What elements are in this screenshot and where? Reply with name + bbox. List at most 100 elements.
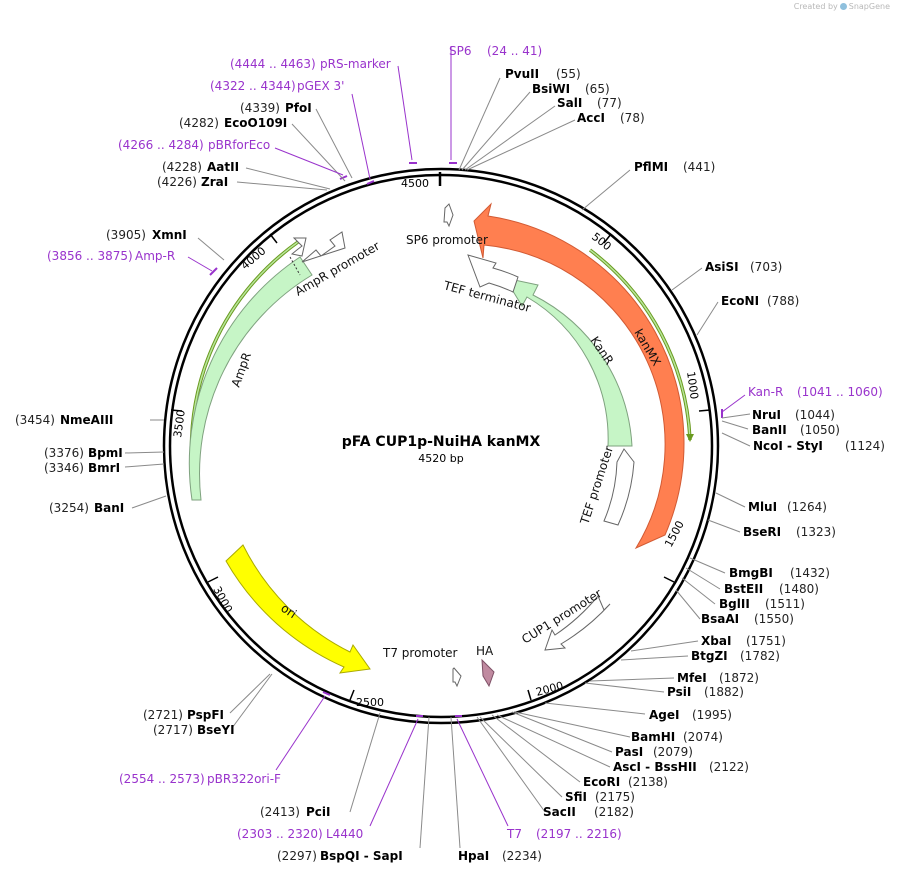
primer-range: (2303 .. 2320) xyxy=(237,827,323,841)
site-name: AatII xyxy=(207,160,239,174)
site-pos: (2721) xyxy=(143,708,183,722)
site-name: BanI xyxy=(94,501,124,515)
site-name: XbaI xyxy=(701,634,731,648)
primer-range: (4266 .. 4284) xyxy=(118,138,204,152)
leader-line xyxy=(197,237,225,261)
site-name: BseYI xyxy=(197,723,235,737)
site-pos: (4226) xyxy=(157,175,197,189)
feature-ori xyxy=(225,544,371,674)
ruler-label: 2500 xyxy=(356,696,384,709)
site-name: NmeAIII xyxy=(60,413,113,427)
leader-line xyxy=(707,519,741,533)
leader-line xyxy=(131,495,167,509)
site-pos: (788) xyxy=(767,294,799,308)
site-pos: (441) xyxy=(683,160,715,174)
site-name: EcoNI xyxy=(721,294,759,308)
leader-line xyxy=(671,267,703,291)
site-pos: (77) xyxy=(597,96,622,110)
site-pos: (2122) xyxy=(709,760,749,774)
primer-name: pGEX 3' xyxy=(297,79,344,93)
site-name: AscI - BssHII xyxy=(613,760,697,774)
site-labels-right: PvuII (55) BsiWI (65) SalI (77) AccI (78… xyxy=(458,67,885,863)
site-pos: (65) xyxy=(585,82,610,96)
site-pos: (2074) xyxy=(683,730,723,744)
ruler-tick xyxy=(170,409,183,412)
site-name: BmrI xyxy=(88,461,120,475)
primer-name: Amp-R xyxy=(135,249,175,263)
site-name: AsiSI xyxy=(705,260,739,274)
feature-ampr xyxy=(188,256,313,501)
site-pos: (1751) xyxy=(746,634,786,648)
site-pos: (3454) xyxy=(15,413,55,427)
features xyxy=(188,202,685,688)
leader-line xyxy=(715,492,746,508)
site-name: AgeI xyxy=(649,708,679,722)
primer-labels: SP6 (24 .. 41) (4444 .. 4463) pRS-marker… xyxy=(47,44,883,841)
plasmid-size: 4520 bp xyxy=(418,452,463,465)
leader-line xyxy=(584,682,665,693)
site-pos: (1872) xyxy=(719,671,759,685)
site-pos: (2234) xyxy=(502,849,542,863)
site-pos: (1323) xyxy=(796,525,836,539)
leader-line xyxy=(349,712,381,813)
ruler-tick xyxy=(349,689,355,701)
site-pos: (3376) xyxy=(44,446,84,460)
leader-line xyxy=(685,567,721,590)
primer-range: (4322 .. 4344) xyxy=(210,79,296,93)
primer-mark xyxy=(339,175,348,180)
site-pos: (1264) xyxy=(787,500,827,514)
site-name: PflMI xyxy=(634,160,668,174)
site-name: BstEII xyxy=(724,582,763,596)
ruler-tick xyxy=(603,233,612,244)
leader-line xyxy=(496,714,611,768)
site-pos: (3905) xyxy=(106,228,146,242)
primer-leader xyxy=(397,65,413,161)
ruler-label: 1000 xyxy=(684,371,701,401)
leader-line xyxy=(696,301,719,336)
site-name: PsiI xyxy=(667,685,691,699)
feature-t7-promoter xyxy=(452,667,462,688)
site-pos: (2079) xyxy=(653,745,693,759)
site-name: XmnI xyxy=(152,228,187,242)
leader-line xyxy=(589,677,675,682)
site-pos: (4228) xyxy=(162,160,202,174)
ruler-tick xyxy=(527,689,532,701)
leader-line xyxy=(236,181,328,191)
ruler-label: 3500 xyxy=(171,409,188,439)
credit-prefix: Created by xyxy=(793,2,838,11)
primer-mark xyxy=(366,180,375,185)
site-pos: (1882) xyxy=(704,685,744,699)
primer-marks xyxy=(209,162,723,717)
feature-sp6-promoter xyxy=(443,203,454,228)
leader-line xyxy=(721,413,751,419)
feature-ampr-promoter xyxy=(301,231,346,263)
site-pos: (2413) xyxy=(260,805,300,819)
site-pos: (2138) xyxy=(628,775,668,789)
site-name: PfoI xyxy=(285,101,312,115)
primer-leaders xyxy=(187,46,746,827)
leader-line xyxy=(229,673,271,714)
leader-line xyxy=(630,640,699,652)
leader-line xyxy=(544,702,646,715)
site-pos: (703) xyxy=(750,260,782,274)
leader-line xyxy=(491,714,581,783)
ruler-label: 4000 xyxy=(239,244,269,272)
site-name: BglII xyxy=(719,597,750,611)
primer-name: SP6 xyxy=(449,44,472,58)
feature-ha xyxy=(481,658,495,688)
primer-range: (24 .. 41) xyxy=(487,44,542,58)
primer-name: T7 xyxy=(506,827,522,841)
site-name: SalI xyxy=(557,96,582,110)
site-name: BsiWI xyxy=(532,82,570,96)
backbone-outer-ring xyxy=(162,167,720,725)
site-pos: (4282) xyxy=(179,116,219,130)
site-name: AccI xyxy=(577,111,605,125)
site-name: BmgBI xyxy=(729,566,773,580)
primer-name: pBRforEco xyxy=(208,138,270,152)
primer-leader xyxy=(721,394,746,413)
primer-range: (4444 .. 4463) xyxy=(230,57,316,71)
leader-line xyxy=(464,105,556,171)
primer-name: Kan-R xyxy=(748,385,783,399)
